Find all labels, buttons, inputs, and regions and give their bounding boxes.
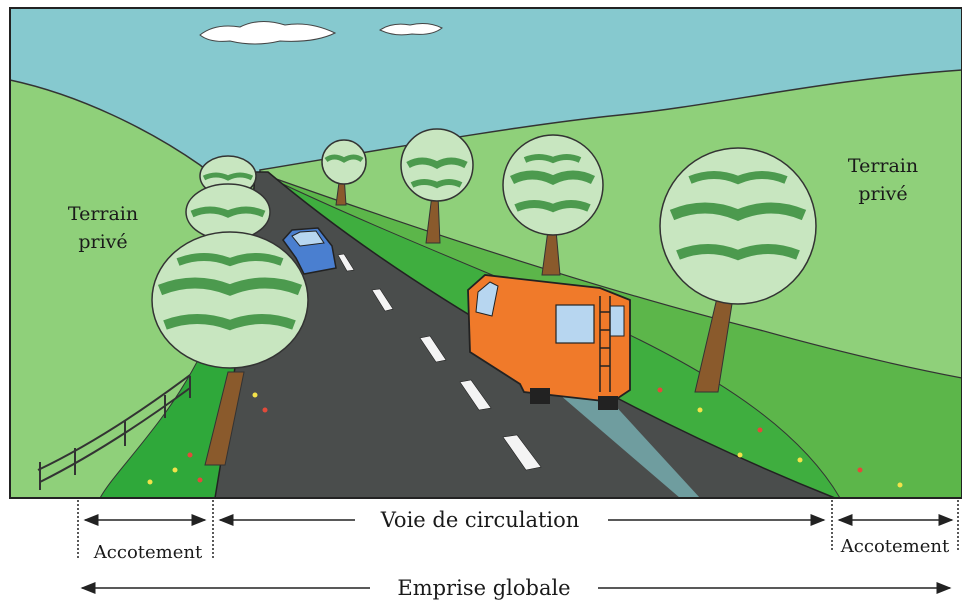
cloud <box>199 21 337 45</box>
van-shadow-streak <box>560 395 700 498</box>
tree <box>659 147 817 393</box>
terrain-right-line2: privé <box>858 183 907 205</box>
cloud <box>379 23 443 36</box>
tree <box>151 231 309 466</box>
illustration-border <box>9 7 962 499</box>
accotement-left-label: Accotement <box>93 542 203 563</box>
fence <box>37 374 191 490</box>
dimension-guides <box>77 500 959 560</box>
terrain-right-line1: Terrain <box>848 155 918 177</box>
orange-van <box>467 274 631 410</box>
voie-label: Voie de circulation <box>380 508 580 532</box>
accotement-right-label: Accotement <box>840 536 950 557</box>
road-center-dashes <box>337 253 542 471</box>
terrain-left-line2: privé <box>78 231 127 253</box>
tree <box>502 134 604 276</box>
terrain-left-line1: Terrain <box>68 203 138 225</box>
tree <box>321 139 367 206</box>
emprise-label: Emprise globale <box>397 576 570 600</box>
flower-specks <box>147 387 903 488</box>
tree <box>400 128 474 244</box>
road-illustration <box>9 7 962 499</box>
blue-car <box>282 227 337 275</box>
